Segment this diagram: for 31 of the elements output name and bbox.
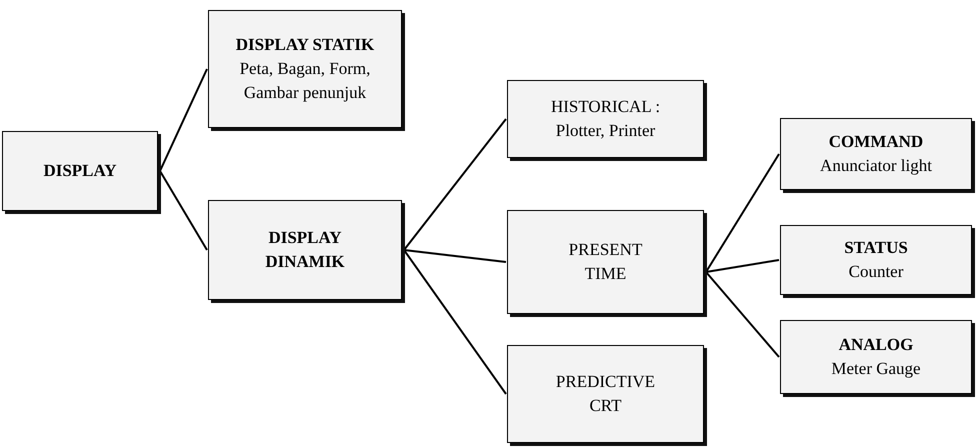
text-box bbox=[780, 118, 972, 190]
box-text: Meter Gauge bbox=[831, 358, 921, 380]
box-heading: DISPLAY DINAMIK bbox=[264, 227, 346, 273]
text-box bbox=[208, 200, 402, 300]
box-text: Peta, Bagan, Form, Gambar penunjuk bbox=[238, 58, 372, 104]
text-box bbox=[208, 10, 402, 128]
connector-line bbox=[705, 153, 780, 273]
text-box bbox=[507, 80, 704, 158]
connector-line bbox=[403, 249, 507, 395]
box-heading: DISPLAY bbox=[43, 160, 117, 182]
box-text: Anunciator light bbox=[820, 155, 932, 177]
box-text: Plotter, Printer bbox=[556, 120, 656, 142]
box-heading: DISPLAY STATIK bbox=[236, 34, 374, 56]
box-text: PREDICTIVE CRT bbox=[554, 371, 656, 417]
text-box bbox=[2, 131, 158, 211]
connector-line bbox=[705, 271, 780, 358]
connector-line bbox=[159, 170, 208, 251]
box-heading: COMMAND bbox=[828, 131, 924, 153]
text-box bbox=[780, 320, 972, 394]
text-box bbox=[507, 345, 704, 443]
box-text: Counter bbox=[848, 261, 904, 283]
connector-line bbox=[404, 249, 506, 263]
box-heading: STATUS bbox=[844, 237, 908, 259]
text-box bbox=[507, 210, 704, 314]
box-text: PRESENT TIME bbox=[568, 239, 644, 285]
box-text: HISTORICAL : bbox=[550, 96, 660, 118]
connector-line bbox=[159, 68, 208, 172]
box-heading: ANALOG bbox=[838, 334, 914, 356]
connector-line bbox=[403, 118, 507, 251]
connector-line bbox=[706, 259, 780, 273]
text-box bbox=[780, 225, 972, 295]
